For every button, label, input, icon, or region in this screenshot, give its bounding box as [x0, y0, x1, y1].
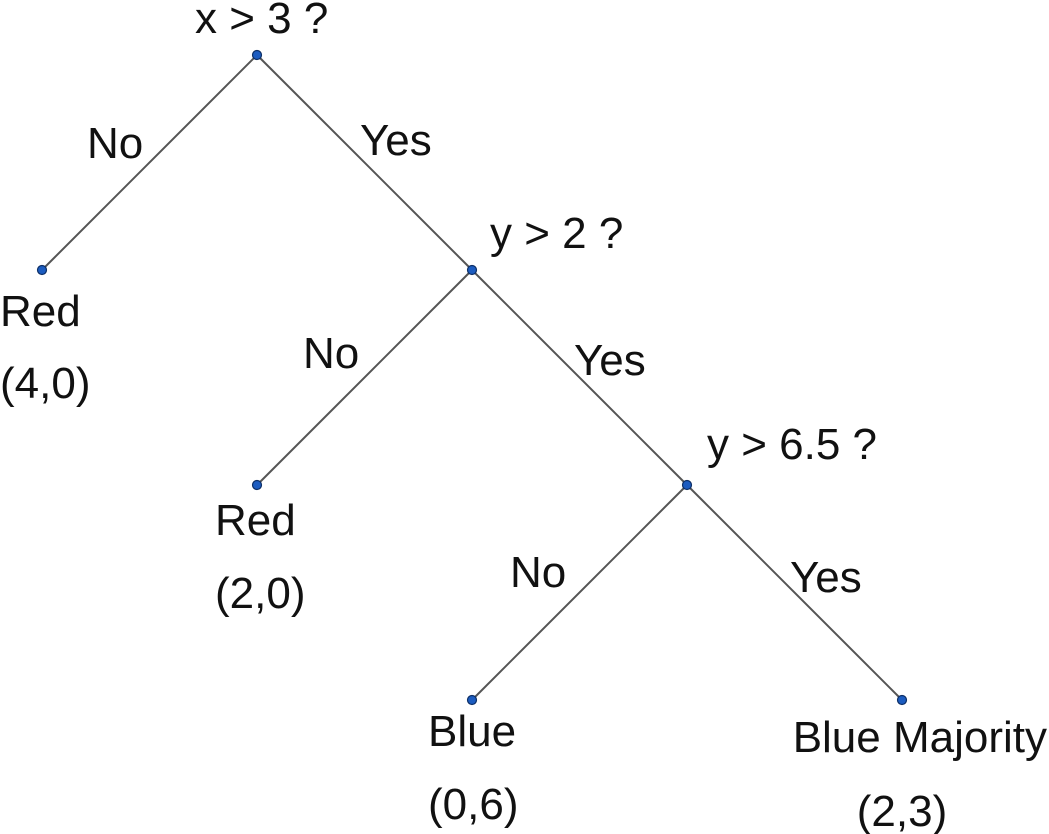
- leaf1-node: [36, 264, 48, 276]
- edge-label-split2-yes: Yes: [574, 336, 646, 385]
- leaf3-label: Blue: [428, 707, 516, 756]
- root-node: [251, 49, 263, 61]
- edge-label-split3-yes: Yes: [790, 553, 862, 602]
- edge-root-yes: [256, 54, 473, 271]
- leaf1-counts: (4,0): [0, 359, 90, 408]
- edge-split2-no: [256, 269, 473, 486]
- split2-node: [466, 264, 478, 276]
- leaf4-node: [896, 694, 908, 706]
- edge-split2-yes: [471, 269, 688, 486]
- leaf2-label: Red: [215, 496, 296, 545]
- edge-label-root-no: No: [87, 119, 143, 168]
- edge-root-no: [41, 54, 258, 271]
- leaf4-counts: (2,3): [857, 787, 947, 834]
- root-question: x > 3 ?: [195, 0, 328, 43]
- leaf2-node: [251, 479, 263, 491]
- edge-label-root-yes: Yes: [360, 116, 432, 165]
- edge-split3-yes: [686, 484, 903, 701]
- edge-label-split3-no: No: [510, 548, 566, 597]
- split3-node: [681, 479, 693, 491]
- leaf3-node: [466, 694, 478, 706]
- leaf3-counts: (0,6): [428, 780, 518, 829]
- leaf1-label: Red: [0, 287, 81, 336]
- edge-label-split2-no: No: [303, 329, 359, 378]
- edge-split3-no: [471, 484, 688, 701]
- split2-question: y > 2 ?: [490, 209, 623, 258]
- leaf4-label: Blue Majority: [793, 713, 1047, 762]
- leaf2-counts: (2,0): [215, 569, 305, 618]
- split3-question: y > 6.5 ?: [707, 420, 877, 469]
